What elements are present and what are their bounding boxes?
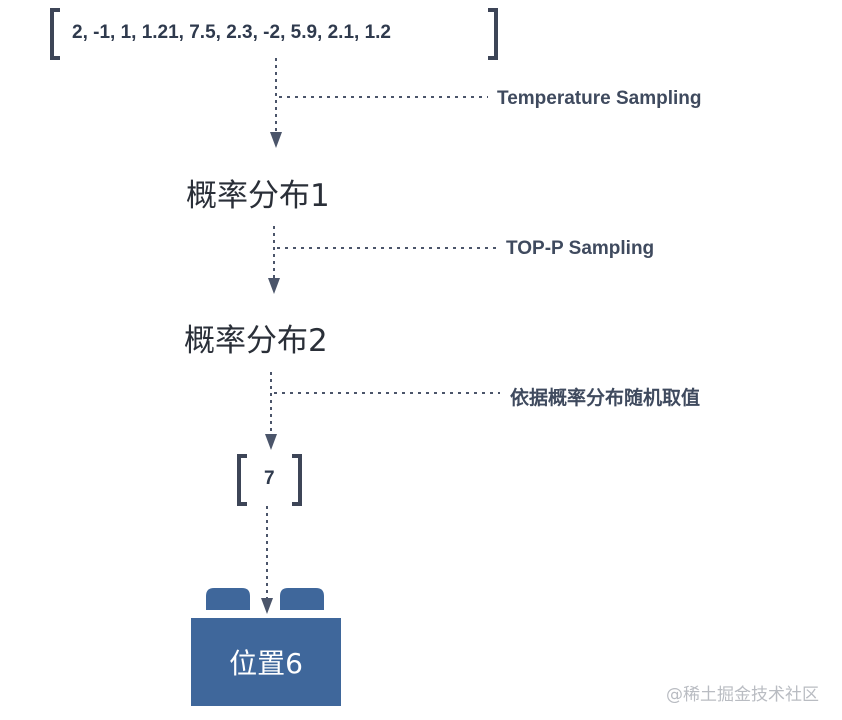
result-right-bracket bbox=[292, 454, 302, 506]
flow-arrowhead-1 bbox=[270, 132, 282, 148]
step-label-random-select: 依据概率分布随机取值 bbox=[510, 388, 701, 409]
step-label-temperature-sampling: Temperature Sampling bbox=[497, 88, 702, 109]
position-box-tab-left bbox=[206, 588, 250, 610]
watermark: @稀土掘金技术社区 bbox=[666, 685, 819, 705]
result-left-bracket bbox=[237, 454, 247, 506]
array-right-bracket bbox=[488, 8, 498, 60]
position-box-label: 位置6 bbox=[229, 647, 303, 680]
flow-arrowhead-4 bbox=[261, 598, 273, 614]
result-value: 7 bbox=[264, 468, 275, 489]
step-label-top-p-sampling: TOP-P Sampling bbox=[506, 238, 655, 259]
distribution-2-label: 概率分布2 bbox=[184, 323, 328, 359]
distribution-1-label: 概率分布1 bbox=[186, 178, 330, 214]
position-box-tab-right bbox=[280, 588, 324, 610]
position-box bbox=[191, 618, 341, 706]
flow-arrowhead-2 bbox=[268, 278, 280, 294]
array-left-bracket bbox=[50, 8, 60, 60]
input-array-values: 2, -1, 1, 1.21, 7.5, 2.3, -2, 5.9, 2.1, … bbox=[72, 22, 391, 43]
flow-arrowhead-3 bbox=[265, 434, 277, 450]
